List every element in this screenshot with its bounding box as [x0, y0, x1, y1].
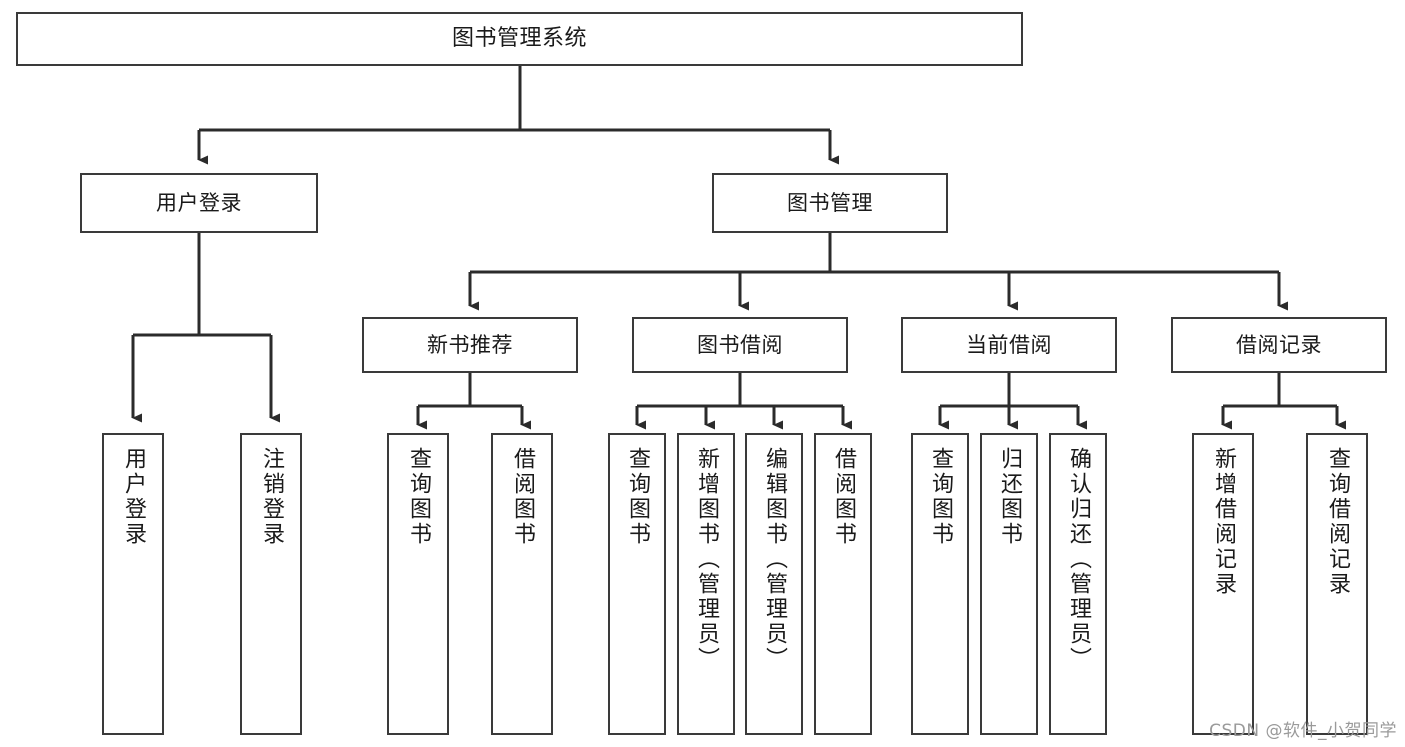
- leaf-user-login-logout[interactable]: 注销登录: [240, 433, 302, 735]
- leaf-book-borrow-borrow-book[interactable]: 借阅图书: [814, 433, 872, 735]
- node-label: 确认归还（管理员）: [1066, 447, 1091, 672]
- node-current-borrow[interactable]: 当前借阅: [901, 317, 1117, 373]
- node-label: 图书管理: [787, 190, 873, 215]
- node-label: 用户登录: [156, 190, 242, 215]
- node-book-management[interactable]: 图书管理: [712, 173, 948, 233]
- node-label: 当前借阅: [966, 332, 1052, 357]
- node-root-book-management-system[interactable]: 图书管理系统: [16, 12, 1023, 66]
- node-label: 借阅图书: [831, 447, 856, 547]
- node-label: 新增借阅记录: [1211, 447, 1236, 597]
- node-label: 图书管理系统: [451, 26, 587, 52]
- node-label: 新书推荐: [427, 332, 513, 357]
- leaf-borrow-record-add-record[interactable]: 新增借阅记录: [1192, 433, 1254, 735]
- leaf-user-login-login[interactable]: 用户登录: [102, 433, 164, 735]
- node-label: 借阅图书: [510, 447, 535, 547]
- node-label: 查询图书: [928, 447, 953, 547]
- leaf-current-borrow-query-book[interactable]: 查询图书: [911, 433, 969, 735]
- node-user-login[interactable]: 用户登录: [80, 173, 318, 233]
- leaf-book-borrow-edit-book-admin[interactable]: 编辑图书（管理员）: [745, 433, 803, 735]
- node-book-borrow[interactable]: 图书借阅: [632, 317, 848, 373]
- leaf-new-book-borrow-book[interactable]: 借阅图书: [491, 433, 553, 735]
- leaf-current-borrow-confirm-return-admin[interactable]: 确认归还（管理员）: [1049, 433, 1107, 735]
- leaf-current-borrow-return-book[interactable]: 归还图书: [980, 433, 1038, 735]
- node-label: 查询借阅记录: [1325, 447, 1350, 597]
- csdn-watermark: CSDN @软件_小贺同学: [1209, 721, 1397, 741]
- node-label: 注销登录: [259, 447, 284, 547]
- leaf-new-book-query-book[interactable]: 查询图书: [387, 433, 449, 735]
- node-label: 查询图书: [625, 447, 650, 547]
- leaf-book-borrow-add-book-admin[interactable]: 新增图书（管理员）: [677, 433, 735, 735]
- node-borrow-record[interactable]: 借阅记录: [1171, 317, 1387, 373]
- node-label: 图书借阅: [697, 332, 783, 357]
- leaf-borrow-record-query-record[interactable]: 查询借阅记录: [1306, 433, 1368, 735]
- node-label: 编辑图书（管理员）: [762, 447, 787, 672]
- node-label: 用户登录: [121, 447, 146, 547]
- node-label: 归还图书: [997, 447, 1022, 547]
- node-new-book-recommend[interactable]: 新书推荐: [362, 317, 578, 373]
- leaf-book-borrow-query-book[interactable]: 查询图书: [608, 433, 666, 735]
- node-label: 借阅记录: [1236, 332, 1322, 357]
- node-label: 新增图书（管理员）: [694, 447, 719, 672]
- node-label: 查询图书: [406, 447, 431, 547]
